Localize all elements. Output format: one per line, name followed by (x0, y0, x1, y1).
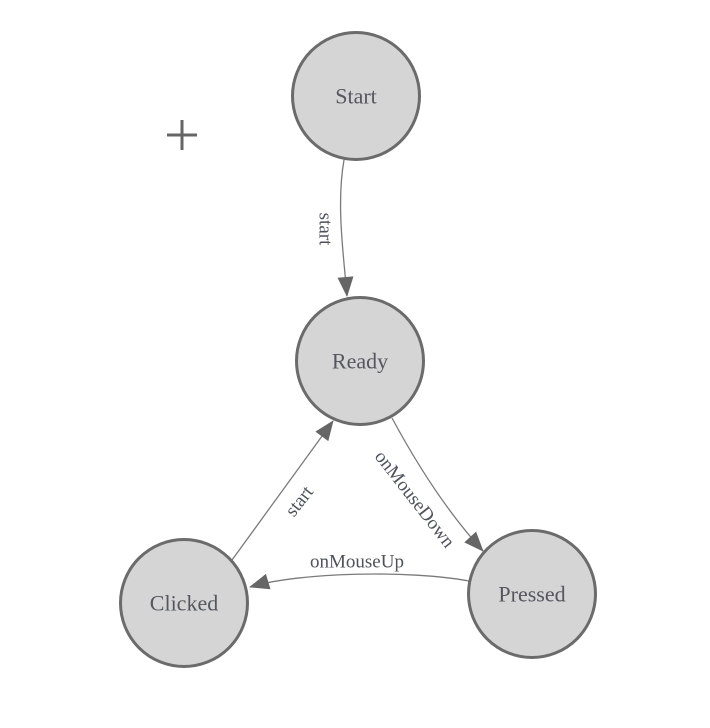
edge-label-clicked-ready: start (281, 482, 318, 521)
state-node-ready[interactable]: Ready (295, 296, 425, 426)
state-node-clicked[interactable]: Clicked (119, 538, 249, 668)
node-label: Ready (332, 348, 388, 373)
node-circle (291, 31, 421, 161)
edge-label-onmousedown: onMouseDown (370, 447, 459, 553)
node-label: Start (335, 83, 377, 108)
node-label: Pressed (498, 581, 565, 606)
transition-edge-pressed-clicked[interactable] (249, 573, 470, 590)
state-node-pressed[interactable]: Pressed (467, 529, 597, 659)
transition-edge-start-ready[interactable] (337, 159, 354, 297)
transition-edge-clicked-ready[interactable] (231, 420, 334, 561)
state-node-start[interactable]: Start (291, 31, 421, 161)
node-label: Clicked (150, 590, 218, 615)
node-circle (295, 296, 425, 426)
node-circle (467, 529, 597, 659)
edge-label-start-ready: start (315, 213, 336, 246)
node-circle (119, 538, 249, 668)
plus-crosshair-icon (167, 120, 197, 150)
edge-label-onmouseup: onMouseUp (310, 551, 404, 572)
transition-edge-ready-pressed[interactable] (391, 417, 484, 552)
